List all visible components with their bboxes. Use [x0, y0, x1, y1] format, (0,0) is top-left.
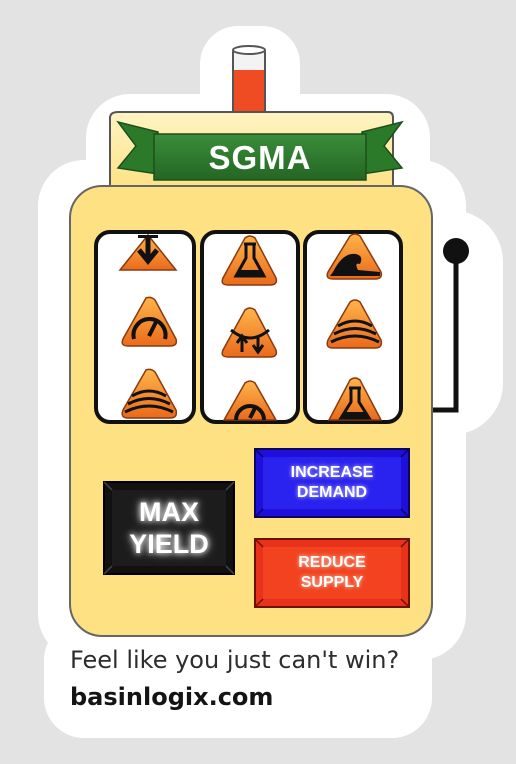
water-waves-icon	[121, 368, 178, 419]
lever[interactable]	[432, 238, 469, 413]
website-link[interactable]: basinlogix.com	[70, 683, 274, 711]
gauge-icon	[222, 380, 278, 421]
water-waves-icon	[326, 299, 383, 349]
title-banner	[116, 120, 404, 181]
tagline: Feel like you just can't win?	[70, 646, 400, 674]
max-yield-button[interactable]	[103, 481, 235, 575]
light-tube	[232, 45, 266, 117]
gauge-icon	[121, 296, 178, 347]
flask-icon	[221, 235, 278, 286]
sgma-title: SGMA	[208, 139, 312, 176]
basin-arrows-icon	[221, 307, 278, 358]
increase-demand-button[interactable]	[254, 448, 410, 518]
down-arrow-icon	[118, 233, 178, 271]
flask-icon	[327, 377, 383, 421]
wave-icon	[326, 233, 383, 280]
reduce-supply-button[interactable]	[254, 538, 410, 608]
